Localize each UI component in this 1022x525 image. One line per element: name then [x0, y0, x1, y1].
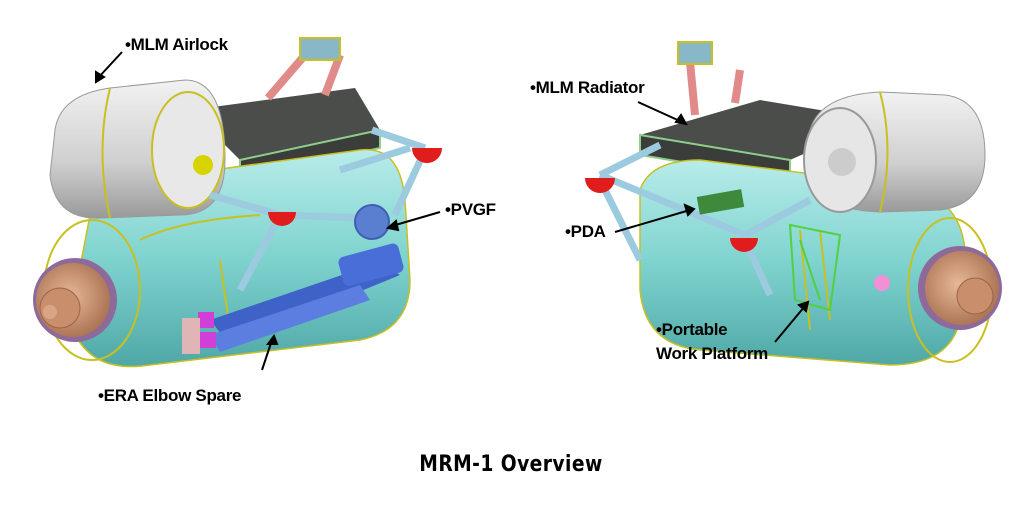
radiator-support-left	[264, 52, 344, 101]
page-title: MRM-1 Overview	[419, 452, 603, 477]
radiator-support-right	[686, 61, 744, 116]
joint-left-1	[268, 212, 296, 226]
pvgf-grapple	[354, 204, 390, 240]
docking-port-right	[918, 246, 1002, 330]
radiator-panel-left	[190, 88, 380, 160]
joint-left-2	[412, 148, 442, 163]
label-pvgf: •PVGF	[445, 200, 496, 219]
era-elbow-spare	[182, 243, 404, 354]
label-mlm-airlock: •MLM Airlock	[125, 35, 228, 54]
label-portable-work-platform-line1: •Portable	[656, 320, 728, 339]
right-module-view	[585, 41, 1002, 366]
left-module-view	[33, 37, 442, 368]
joint-right-2	[730, 238, 758, 252]
portable-work-platform	[788, 223, 842, 312]
docking-port-left	[33, 258, 117, 342]
label-portable-work-platform-line2: Work Platform	[656, 344, 768, 363]
joint-right-1	[585, 178, 615, 193]
pda-unit	[696, 189, 745, 215]
label-mlm-radiator: •MLM Radiator	[530, 78, 645, 97]
callout-arrows	[95, 51, 810, 371]
struts-right	[596, 141, 812, 297]
label-pda: •PDA	[565, 222, 606, 241]
label-era-elbow-spare: •ERA Elbow Spare	[98, 386, 242, 405]
